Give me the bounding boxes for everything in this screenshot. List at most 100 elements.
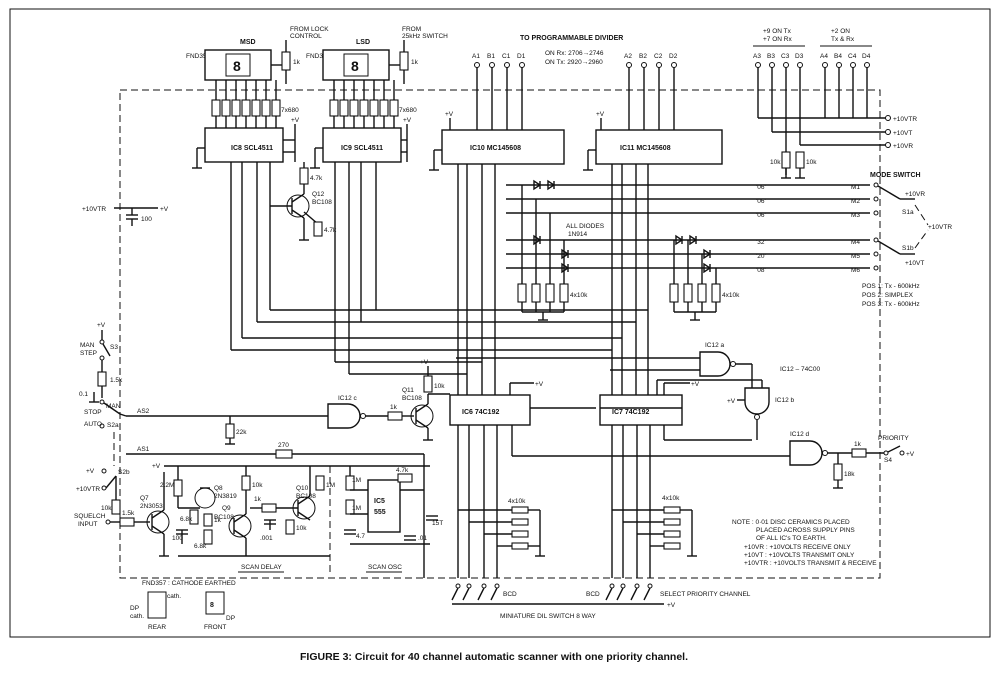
svg-text:1N914: 1N914 (568, 231, 588, 238)
board-outline (119, 89, 881, 579)
ic10-rom: IC10 MC145608 +V (429, 111, 565, 395)
q7-transistor: Q7 2N3053 +V (140, 463, 430, 557)
svg-text:+V: +V (691, 381, 700, 388)
divider-heading: TO PROGRAMMABLE DIVIDER ON Rx: 2706→2746… (520, 35, 623, 66)
svg-text:+10VR : +10VOLTS RECEIVE ONL: +10VR : +10VOLTS RECEIVE ONLY (744, 544, 851, 551)
svg-text:ON Tx: 2920→2960: ON Tx: 2920→2960 (545, 59, 603, 66)
svg-text:1k: 1k (293, 59, 301, 66)
svg-text:POS 3: Tx - 600kHz: POS 3: Tx - 600kHz (862, 301, 920, 308)
svg-text:.001: .001 (260, 535, 273, 542)
ic12-type-label: IC12 – 74C00 (780, 366, 820, 373)
scan-osc-label: SCAN OSC (368, 564, 402, 571)
svg-text:100: 100 (141, 216, 152, 223)
as1-line: AS1 270 22k (126, 416, 425, 578)
svg-text:2N3053: 2N3053 (140, 503, 163, 510)
svg-text:IC10 MC145608: IC10 MC145608 (470, 145, 521, 152)
left-power-rail: +10VTR 100 +V (82, 206, 169, 226)
q12-transistor: Q12 BC108 4.7k 4.7k (270, 162, 337, 241)
svg-text:BC108: BC108 (312, 199, 332, 206)
ic7-counter: IC7 74C192 +V (599, 381, 752, 578)
ic11-rom: IC11 MC145608 +V (583, 111, 723, 395)
lsd-display: LSD FND357 8 FROM 25kHz SWITCH 1k (306, 26, 448, 84)
svg-text:7x680: 7x680 (399, 107, 417, 114)
svg-text:cath.: cath. (167, 593, 181, 600)
svg-text:4.7k: 4.7k (324, 227, 337, 234)
svg-text:TO PROGRAMMABLE DIVIDER: TO PROGRAMMABLE DIVIDER (520, 35, 623, 42)
outer-frame (9, 8, 991, 638)
svg-text:6.8k: 6.8k (180, 516, 193, 523)
svg-text:A4: A4 (820, 53, 828, 60)
svg-text:6.8k: 6.8k (194, 543, 207, 550)
svg-text:1k: 1k (214, 517, 222, 524)
msd-part: FND357 (186, 53, 211, 60)
svg-text:+V: +V (152, 463, 161, 470)
svg-text:+9 ON Tx: +9 ON Tx (763, 28, 792, 35)
svg-text:MODE SWITCH: MODE SWITCH (870, 172, 921, 179)
svg-text:2N3819: 2N3819 (214, 493, 237, 500)
svg-text:100: 100 (172, 535, 183, 542)
svg-text:B1: B1 (487, 53, 495, 60)
fnd357-pinout: FND357 : CATHODE EARTHED cath. DP cath. … (130, 580, 236, 631)
svg-text:B3: B3 (767, 53, 775, 60)
svg-text:D2: D2 (669, 53, 678, 60)
svg-text:7x680: 7x680 (281, 107, 299, 114)
svg-text:+V: +V (906, 451, 915, 458)
svg-text:0.1: 0.1 (79, 391, 88, 398)
svg-text:ON Rx: 2706→2746: ON Rx: 2706→2746 (545, 50, 604, 57)
svg-text:AUTO: AUTO (84, 421, 102, 428)
diode-array-left (533, 179, 570, 274)
svg-text:4.7: 4.7 (356, 533, 365, 540)
svg-text:PLACED ACROSS SUPPLY PINS: PLACED ACROSS SUPPLY PINS (756, 527, 855, 534)
svg-text:Tx & Rx: Tx & Rx (831, 36, 855, 43)
svg-text:+V: +V (667, 602, 676, 609)
dil-switch-bank: +V BCD BCD SELECT PRIORITY CHANNEL MINIA… (451, 583, 751, 620)
priority-label: PRIORITY (878, 435, 909, 442)
svg-text:555: 555 (374, 509, 386, 516)
svg-text:C3: C3 (781, 53, 790, 60)
svg-text:+V: +V (596, 111, 605, 118)
svg-text:C1: C1 (502, 53, 511, 60)
mode-switch: MODE SWITCH S1a S1b +10VR +10VTR +10VT P… (862, 172, 952, 308)
svg-text:Q10: Q10 (296, 485, 309, 492)
bcd-right-label: BCD (586, 591, 600, 598)
svg-text:+V: +V (86, 468, 95, 475)
ic12d-gate: IC12 d 1k 18k PRIORITY S4 +V (512, 431, 915, 489)
svg-text:10k: 10k (434, 383, 445, 390)
svg-text:B4: B4 (834, 53, 842, 60)
svg-text:4x10k: 4x10k (570, 292, 588, 299)
svg-text:BC108: BC108 (402, 395, 422, 402)
bcd-bus (231, 194, 648, 375)
svg-text:OF ALL IC's TO EARTH.: OF ALL IC's TO EARTH. (756, 535, 827, 542)
svg-text:S4: S4 (884, 457, 892, 464)
ic12b-gate: IC12 b +V (600, 379, 795, 440)
ic8-decoder: IC8 SCL4511 +V (192, 117, 300, 350)
svg-text:1k: 1k (854, 441, 862, 448)
svg-text:1M: 1M (326, 482, 335, 489)
ic12a-gate: IC12 a IC12 – 74C00 (456, 342, 820, 380)
svg-text:A3: A3 (753, 53, 761, 60)
svg-text:10k: 10k (296, 525, 307, 532)
svg-text:Q8: Q8 (214, 485, 223, 492)
bcd-left-label: BCD (503, 591, 517, 598)
stop-auto-switch: STOP MAN AUTO S2a AS2 (84, 399, 150, 466)
svg-text:+10VTR: +10VTR (76, 486, 100, 493)
msd-control-label-2: CONTROL (290, 33, 322, 40)
svg-text:+V: +V (291, 117, 300, 124)
svg-text:IC11 MC145608: IC11 MC145608 (620, 145, 671, 152)
svg-text:+V: +V (403, 117, 412, 124)
svg-text:M6: M6 (851, 267, 860, 274)
svg-text:Q11: Q11 (402, 387, 414, 394)
rail-10vtr: +10VTR (893, 116, 917, 123)
svg-text:cath.: cath. (130, 613, 144, 620)
squelch-label: SQUELCH (74, 513, 106, 520)
svg-text:S1a: S1a (902, 209, 914, 216)
svg-text:Q7: Q7 (140, 495, 149, 502)
squelch-input: +V +10VTR S2b 10k SQUELCH INPUT 1.5k (74, 468, 150, 528)
diodes-label: ALL DIODES (566, 223, 605, 230)
svg-text:'06': '06' (756, 184, 766, 191)
svg-text:IC12 b: IC12 b (775, 397, 795, 404)
svg-text:STOP: STOP (84, 409, 102, 416)
svg-text:2.2M: 2.2M (160, 482, 174, 489)
